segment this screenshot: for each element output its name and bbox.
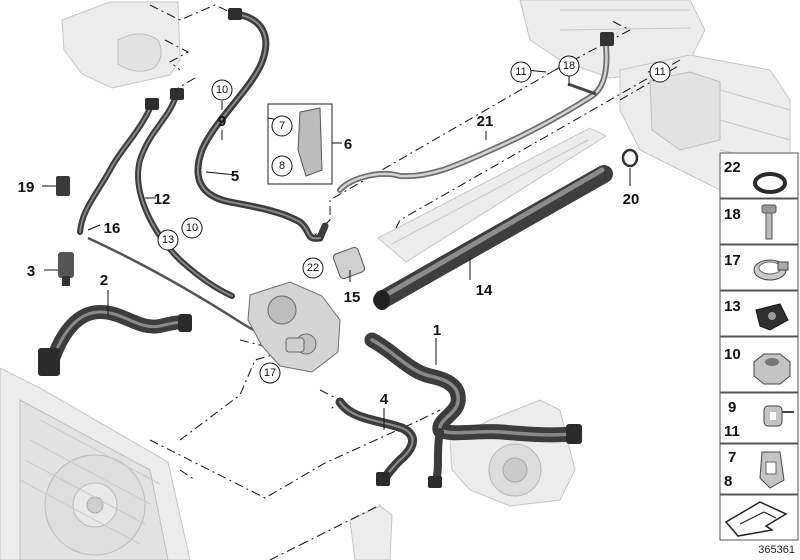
legend-label-18: 18 (724, 206, 741, 223)
hose-part-4 (335, 397, 417, 486)
legend-label-11: 11 (724, 423, 740, 440)
thermostat-housing (247, 281, 341, 373)
callout-15: 15 (344, 289, 361, 306)
svg-text:10: 10 (216, 84, 228, 96)
callout-2: 2 (100, 272, 108, 289)
water-pump-ghost (449, 399, 576, 507)
legend-row-18: 18 (719, 198, 799, 245)
callout-4: 4 (380, 391, 389, 408)
parts-legend: 22 18 17 13 (719, 152, 799, 541)
legend-row-17: 17 (719, 244, 799, 291)
legend-label-7: 7 (728, 449, 736, 466)
svg-text:7: 7 (279, 120, 285, 132)
o-ring-icon (753, 172, 787, 194)
legend-footer (719, 494, 799, 541)
plain-callouts: 1 2 3 4 5 6 9 12 14 15 16 19 20 21 (18, 113, 640, 408)
pipe-part-21 (337, 32, 614, 193)
hose-part-16 (77, 98, 159, 235)
callout-10-lower: 10 (181, 217, 203, 239)
callout-12: 12 (154, 191, 171, 208)
callout-17: 17 (259, 362, 281, 384)
callout-16: 16 (104, 220, 121, 237)
callout-14: 14 (476, 282, 493, 299)
bracket-part-18 (567, 82, 597, 96)
legend-label-10: 10 (724, 346, 741, 363)
pipe-part-14 (373, 165, 613, 310)
hex-nut-icon (753, 353, 791, 385)
svg-text:11: 11 (654, 66, 665, 78)
callout-21: 21 (477, 113, 494, 130)
callout-22-diagram: 22 (302, 257, 324, 279)
svg-text:10: 10 (186, 222, 198, 234)
legend-label-17: 17 (724, 252, 741, 269)
callout-18: 18 (558, 55, 580, 77)
legend-row-10: 10 (719, 336, 799, 393)
callout-10-upper: 10 (211, 79, 233, 101)
spring-clip-icon (759, 451, 785, 489)
callout-7: 7 (271, 115, 293, 137)
hose-part-1 (364, 332, 582, 488)
hose-clamp-icon (753, 259, 789, 281)
lower-bracket-ghost (349, 505, 393, 560)
diagram-number: 365361 (758, 544, 795, 556)
legend-label-9: 9 (728, 399, 736, 416)
legend-label-13: 13 (724, 298, 741, 315)
svg-text:22: 22 (307, 262, 319, 274)
svg-text:17: 17 (264, 367, 276, 379)
hose-part-2 (38, 305, 192, 376)
svg-text:18: 18 (563, 60, 575, 72)
legend-label-8: 8 (724, 473, 732, 490)
radiator-fan-ghost (0, 367, 191, 560)
svg-text:13: 13 (162, 234, 174, 246)
callout-11-right: 11 (649, 61, 671, 83)
legend-row-7-8: 7 8 (719, 443, 799, 495)
hose-part-5 (194, 8, 329, 242)
callout-6: 6 (344, 136, 352, 153)
legend-row-13: 13 (719, 290, 799, 337)
circled-callouts: 10 7 8 13 10 11 18 11 (157, 55, 671, 384)
callout-13: 13 (157, 229, 179, 251)
mounting-bracket-icon (755, 303, 789, 331)
legend-row-9-11: 9 11 (719, 392, 799, 444)
legend-row-22: 22 (719, 152, 799, 199)
callout-8: 8 (271, 155, 293, 177)
callout-9: 9 (218, 113, 226, 130)
callout-1: 1 (433, 322, 441, 339)
callout-3: 3 (27, 263, 35, 280)
svg-text:8: 8 (279, 160, 285, 172)
intake-rail-ghost (377, 127, 608, 263)
sensor-part-3 (58, 252, 74, 286)
sensor-part-19 (56, 176, 70, 196)
callout-11-left: 11 (510, 61, 532, 83)
hose-part-12 (135, 88, 235, 299)
ring-part-20 (621, 148, 639, 168)
expansion-tank-ghost (61, 1, 181, 89)
callout-20: 20 (623, 191, 640, 208)
svg-text:11: 11 (515, 66, 526, 78)
callout-19: 19 (18, 179, 35, 196)
legend-label-22: 22 (724, 159, 741, 176)
sleeve-part-15 (332, 246, 366, 280)
bolt-icon (761, 204, 777, 240)
callout-5: 5 (231, 168, 239, 185)
pointer-arrow-icon (724, 501, 788, 537)
hose-clip-icon (763, 405, 794, 427)
